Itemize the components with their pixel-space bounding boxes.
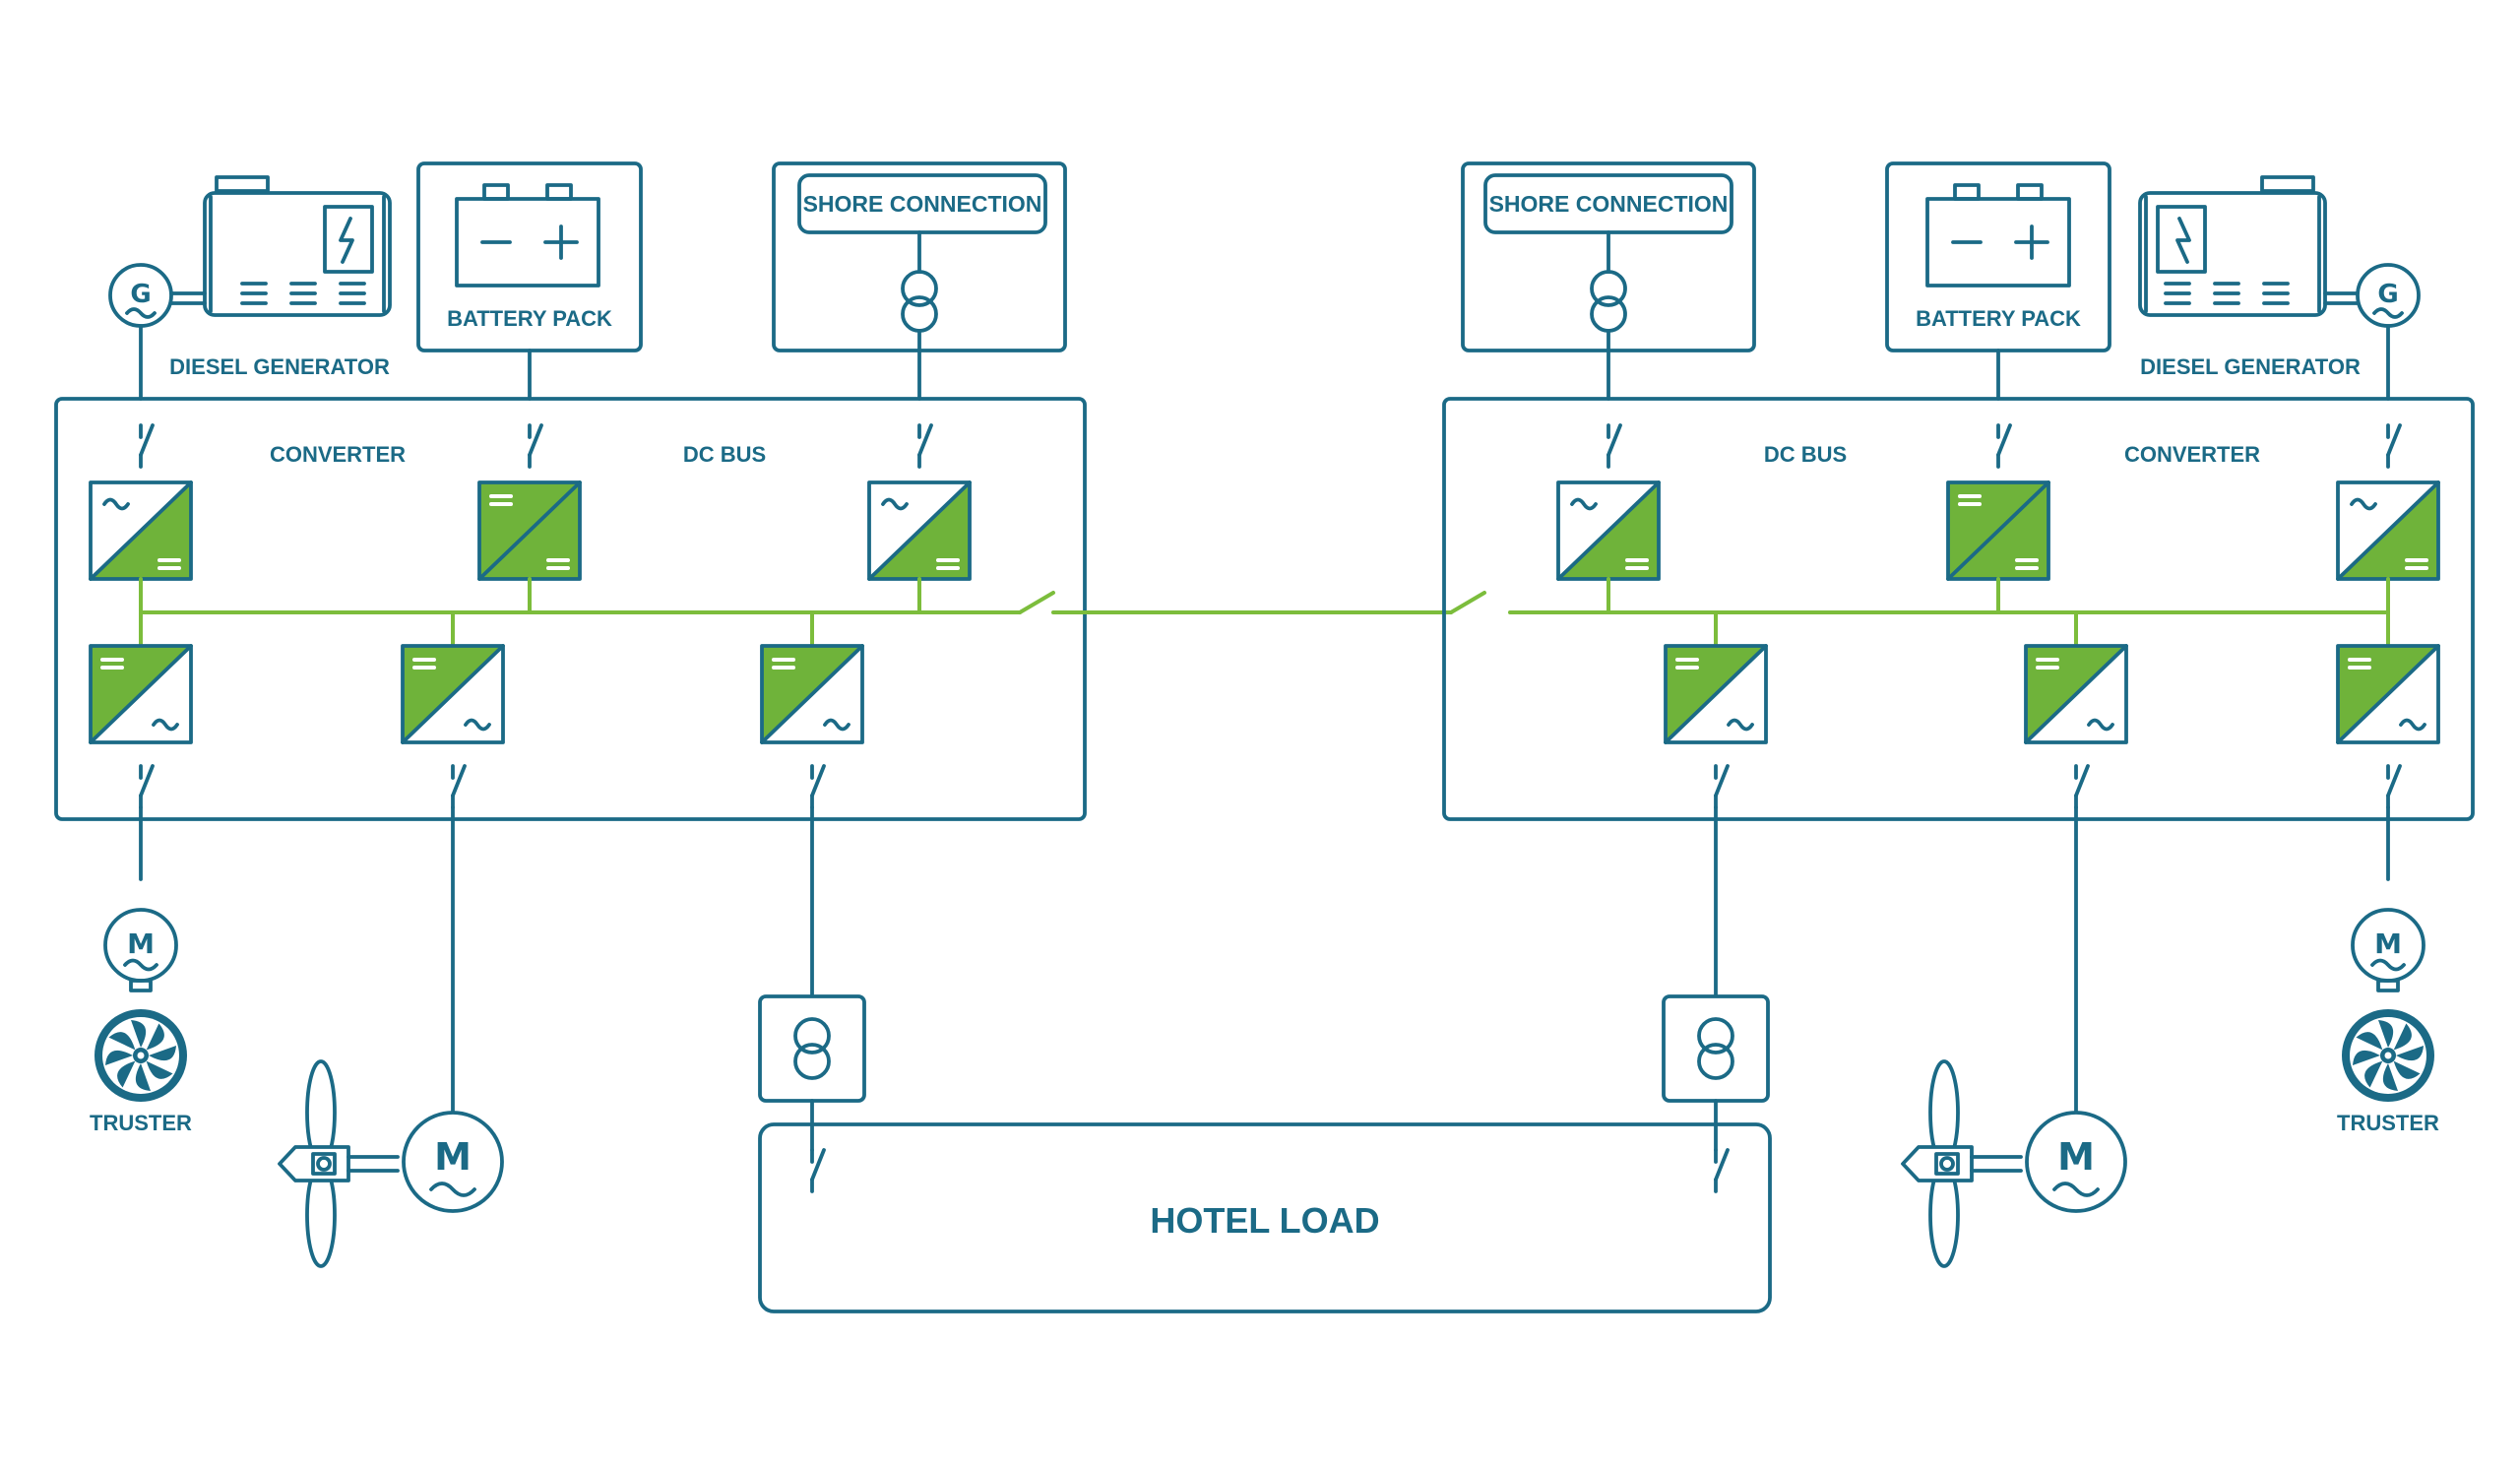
motor-symbol: M [434, 1135, 472, 1179]
propeller-icon [1901, 1059, 2023, 1268]
left-battery-pack: BATTERY PACK [416, 161, 643, 352]
converter-label: CONVERTER [2124, 442, 2260, 467]
bus-tie-switch [1018, 591, 1055, 614]
ac-dc-converter-icon [89, 480, 193, 581]
battery-pack-label: BATTERY PACK [1916, 306, 2081, 331]
shore-connection-label: SHORE CONNECTION [1489, 191, 1729, 217]
dc-dc-converter-icon [477, 480, 582, 581]
propeller-icon [278, 1059, 400, 1268]
shore-connection-label: SHORE CONNECTION [803, 191, 1042, 217]
switch-icon [1714, 1148, 1730, 1193]
dc-ac-converter-icon [2336, 644, 2440, 744]
right-diesel-generator: G DIESEL GENERATOR [2138, 175, 2421, 379]
dc-bus-label: DC BUS [1764, 442, 1847, 467]
left-diesel-generator: G DIESEL GENERATOR [108, 175, 392, 379]
converter-label: CONVERTER [270, 442, 406, 467]
motor-symbol: M [127, 927, 155, 960]
switch-icon [2074, 764, 2090, 809]
diesel-generator-label: DIESEL GENERATOR [169, 354, 390, 379]
diesel-generator-label: DIESEL GENERATOR [2140, 354, 2361, 379]
motor-icon [2025, 1111, 2127, 1213]
left-power-panel [54, 397, 1087, 821]
switch-icon [810, 764, 826, 809]
bus-tie-switch [1449, 591, 1486, 614]
dc-ac-converter-icon [760, 644, 864, 744]
switch-icon [917, 423, 933, 469]
left-system: G DIESEL GENERATOR BATTERY PACK SHORE CO… [54, 161, 1087, 1268]
dc-bus-label: DC BUS [683, 442, 766, 467]
dc-ac-converter-icon [2024, 644, 2128, 744]
right-thruster: M TRUSTER [2337, 908, 2439, 1135]
switch-icon [1606, 423, 1622, 469]
left-shore-connection: SHORE CONNECTION [772, 161, 1067, 352]
right-shore-connection: SHORE CONNECTION [1461, 161, 1756, 352]
switch-icon [1996, 423, 2012, 469]
switch-icon [139, 764, 155, 809]
hotel-load-label: HOTEL LOAD [1150, 1200, 1379, 1241]
switch-icon [528, 423, 543, 469]
thruster-label: TRUSTER [2337, 1111, 2439, 1135]
hotel-load: HOTEL LOAD [758, 1122, 1772, 1313]
switch-icon [1714, 764, 1730, 809]
dc-dc-converter-icon [1946, 480, 2050, 581]
right-power-panel [1442, 397, 2475, 821]
left-propulsion: M [278, 1059, 504, 1268]
ac-dc-converter-icon [2336, 480, 2440, 581]
battery-pack-label: BATTERY PACK [447, 306, 612, 331]
motor-icon [402, 1111, 504, 1213]
ac-dc-converter-icon [867, 480, 972, 581]
motor-symbol: M [2374, 927, 2402, 960]
diesel-engine-icon [2138, 175, 2327, 317]
switch-icon [2386, 423, 2402, 469]
dc-ac-converter-icon [1664, 644, 1768, 744]
motor-symbol: M [2057, 1135, 2095, 1179]
switch-icon [810, 1148, 826, 1193]
generator-symbol: G [130, 280, 151, 309]
fan-icon [2342, 1009, 2434, 1102]
switch-icon [139, 423, 155, 469]
right-system: SHORE CONNECTION BATTERY PACK G DIESEL G… [1442, 161, 2475, 1268]
right-propulsion: M [1901, 1059, 2127, 1268]
dc-ac-converter-icon [401, 644, 505, 744]
right-battery-pack: BATTERY PACK [1885, 161, 2111, 352]
thruster-label: TRUSTER [90, 1111, 192, 1135]
diesel-engine-icon [203, 175, 392, 317]
ac-dc-converter-icon [1556, 480, 1661, 581]
generator-symbol: G [2377, 280, 2398, 309]
switch-icon [2386, 764, 2402, 809]
left-thruster: M TRUSTER [90, 908, 192, 1135]
switch-icon [451, 764, 467, 809]
dc-ac-converter-icon [89, 644, 193, 744]
fan-icon [94, 1009, 187, 1102]
